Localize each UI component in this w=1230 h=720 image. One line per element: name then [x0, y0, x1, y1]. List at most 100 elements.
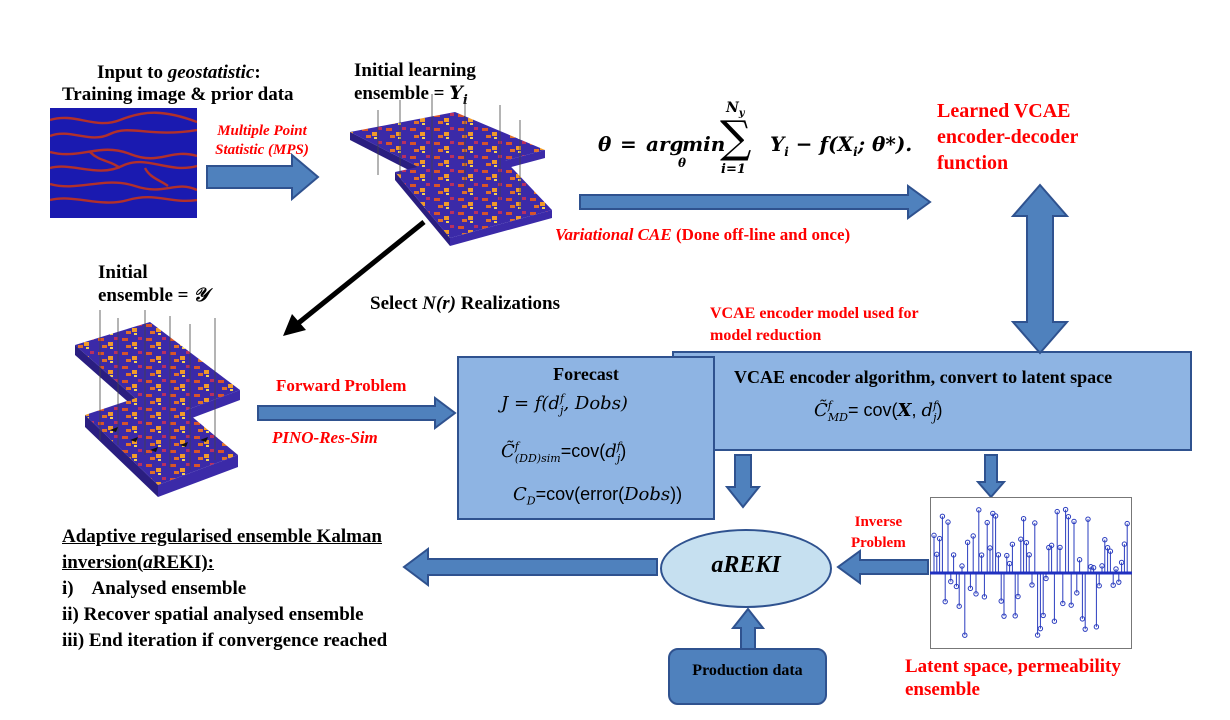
- stem-marker: [959, 563, 965, 569]
- initial-learning-label: Initial learning ensemble = Yi: [354, 60, 476, 112]
- forecast-eq1: J = f(dfj, Dobs): [501, 392, 628, 417]
- encoder-down-arrow: [975, 454, 1007, 499]
- inverse-line1: Inverse: [854, 514, 903, 530]
- stem-marker: [1068, 602, 1074, 608]
- eq-sum-top-sub: y: [738, 107, 745, 119]
- areki-list-item1: i) Analysed ensemble: [62, 578, 247, 599]
- f1-text: J = f(d: [501, 393, 560, 414]
- eq-lhs: θ: [598, 132, 612, 156]
- latent-caption-line2: ensemble: [905, 679, 980, 700]
- eq-min-sub: θ: [678, 156, 687, 170]
- stem-marker: [936, 535, 943, 542]
- forecast-down-arrow: [724, 454, 762, 509]
- stem-marker: [962, 632, 968, 638]
- stem-marker: [995, 552, 1002, 558]
- stem-marker: [1057, 544, 1063, 551]
- vcae-learning-arrow: [579, 184, 932, 220]
- mps-arrow: [206, 152, 320, 202]
- mps-line1: Multiple Point: [217, 123, 307, 139]
- stem-marker: [948, 578, 954, 585]
- stem-marker: [1006, 560, 1013, 567]
- select-arrow: [283, 220, 426, 336]
- f2-sub: (DD)sim: [514, 451, 561, 465]
- stem-marker: [1062, 506, 1069, 513]
- stem-marker: [1110, 582, 1116, 588]
- initial-ensemble-label: Initial ensemble = 𝒴: [98, 262, 208, 307]
- stem-marker: [981, 594, 988, 600]
- input-title-prefix: Input to: [97, 62, 168, 83]
- latent-caption: Latent space, permeability ensemble: [905, 655, 1121, 701]
- stem-marker: [1121, 541, 1128, 547]
- f2-d: d: [605, 441, 617, 462]
- mps-line2: Statistic (MPS): [215, 142, 309, 158]
- stem-marker: [1074, 590, 1080, 596]
- f3-end: )): [670, 484, 683, 504]
- f1-sub: j: [560, 403, 564, 417]
- select-prefix: Select: [370, 293, 423, 314]
- eq-sigma: ∑: [720, 112, 752, 163]
- stem-marker: [1093, 624, 1100, 630]
- f2-mid: =cov(: [560, 441, 606, 461]
- learned-vcae-line2: encoder-decoder: [937, 126, 1079, 148]
- stem-marker: [1118, 559, 1125, 566]
- eq-sum-top-n: N: [726, 100, 739, 116]
- stem-marker: [1051, 618, 1058, 624]
- areki-label: aREKI: [711, 552, 781, 578]
- stem-marker: [1023, 539, 1030, 546]
- stem-marker: [976, 507, 982, 513]
- stem-marker: [1026, 552, 1032, 558]
- stem-marker: [1015, 593, 1021, 600]
- stem-marker: [1034, 632, 1041, 638]
- stem-marker: [956, 603, 962, 609]
- areki-list-title2-suffix: REKI):: [152, 552, 215, 573]
- f3-mid: =cov(error(: [535, 484, 625, 504]
- stem-marker: [1116, 579, 1122, 585]
- training-image-svg: [49, 108, 198, 218]
- select-italic: N(r): [422, 293, 457, 314]
- stem-marker: [1107, 548, 1114, 554]
- enc-sub: MD: [827, 410, 848, 424]
- enc-dsup: f: [933, 399, 938, 412]
- initial-learning-line1: Initial learning: [354, 60, 476, 81]
- enc-comma: ,: [911, 400, 922, 420]
- inverse-line2: Problem: [851, 535, 906, 551]
- enc-dsub: j: [933, 410, 937, 424]
- theta-equation: θ = arg min θ ∑ Ny i=1 Yi − f(Xi; θ*).: [598, 100, 918, 180]
- stem-marker: [984, 519, 990, 526]
- eq-rest-end: ; θ*).: [857, 132, 913, 156]
- learned-vcae-label: Learned VCAE encoder-decoder function: [937, 98, 1078, 176]
- stem-marker: [1054, 508, 1060, 515]
- eq-rest: − f(X: [788, 132, 854, 156]
- latent-caption-line1: Latent space, permeability: [905, 656, 1121, 677]
- eq-arg: arg: [646, 132, 684, 156]
- stem-marker: [1085, 516, 1091, 522]
- forward-arrow: [257, 396, 457, 430]
- eq-body-y: Y: [770, 132, 785, 156]
- stem-marker: [934, 551, 940, 558]
- f3-sub: D: [526, 494, 536, 508]
- stem-marker: [1043, 575, 1049, 582]
- eq-sum-top: Ny: [726, 100, 745, 119]
- enc-mid: = cov(: [847, 400, 898, 420]
- initial-ensemble-line1: Initial: [98, 262, 148, 283]
- stem-marker: [931, 532, 937, 539]
- input-title-italic: geostatistic: [167, 62, 255, 83]
- f2-dsup: f: [616, 440, 621, 453]
- learned-vcae-line1: Learned VCAE: [937, 100, 1071, 122]
- stem-marker: [1037, 625, 1044, 632]
- encoder-box: VCAE encoder algorithm, convert to laten…: [672, 351, 1192, 451]
- areki-list-title1: Adaptive regularised ensemble Kalman: [62, 526, 383, 547]
- f3-it: Dobs: [624, 484, 671, 505]
- stem-marker: [1060, 600, 1066, 607]
- f1-end: , Dobs): [563, 393, 628, 414]
- stem-marker: [1113, 566, 1119, 572]
- production-data-box: Production data: [668, 648, 827, 705]
- f2-sup: f: [514, 440, 519, 453]
- input-title: Input to geostatistic:: [97, 62, 261, 84]
- areki-list-title2-prefix: inversion(: [62, 552, 144, 573]
- stem-marker: [964, 539, 971, 546]
- stem-marker: [1040, 612, 1046, 619]
- forecast-eq3: CD=cov(error(Dobs)): [513, 484, 682, 508]
